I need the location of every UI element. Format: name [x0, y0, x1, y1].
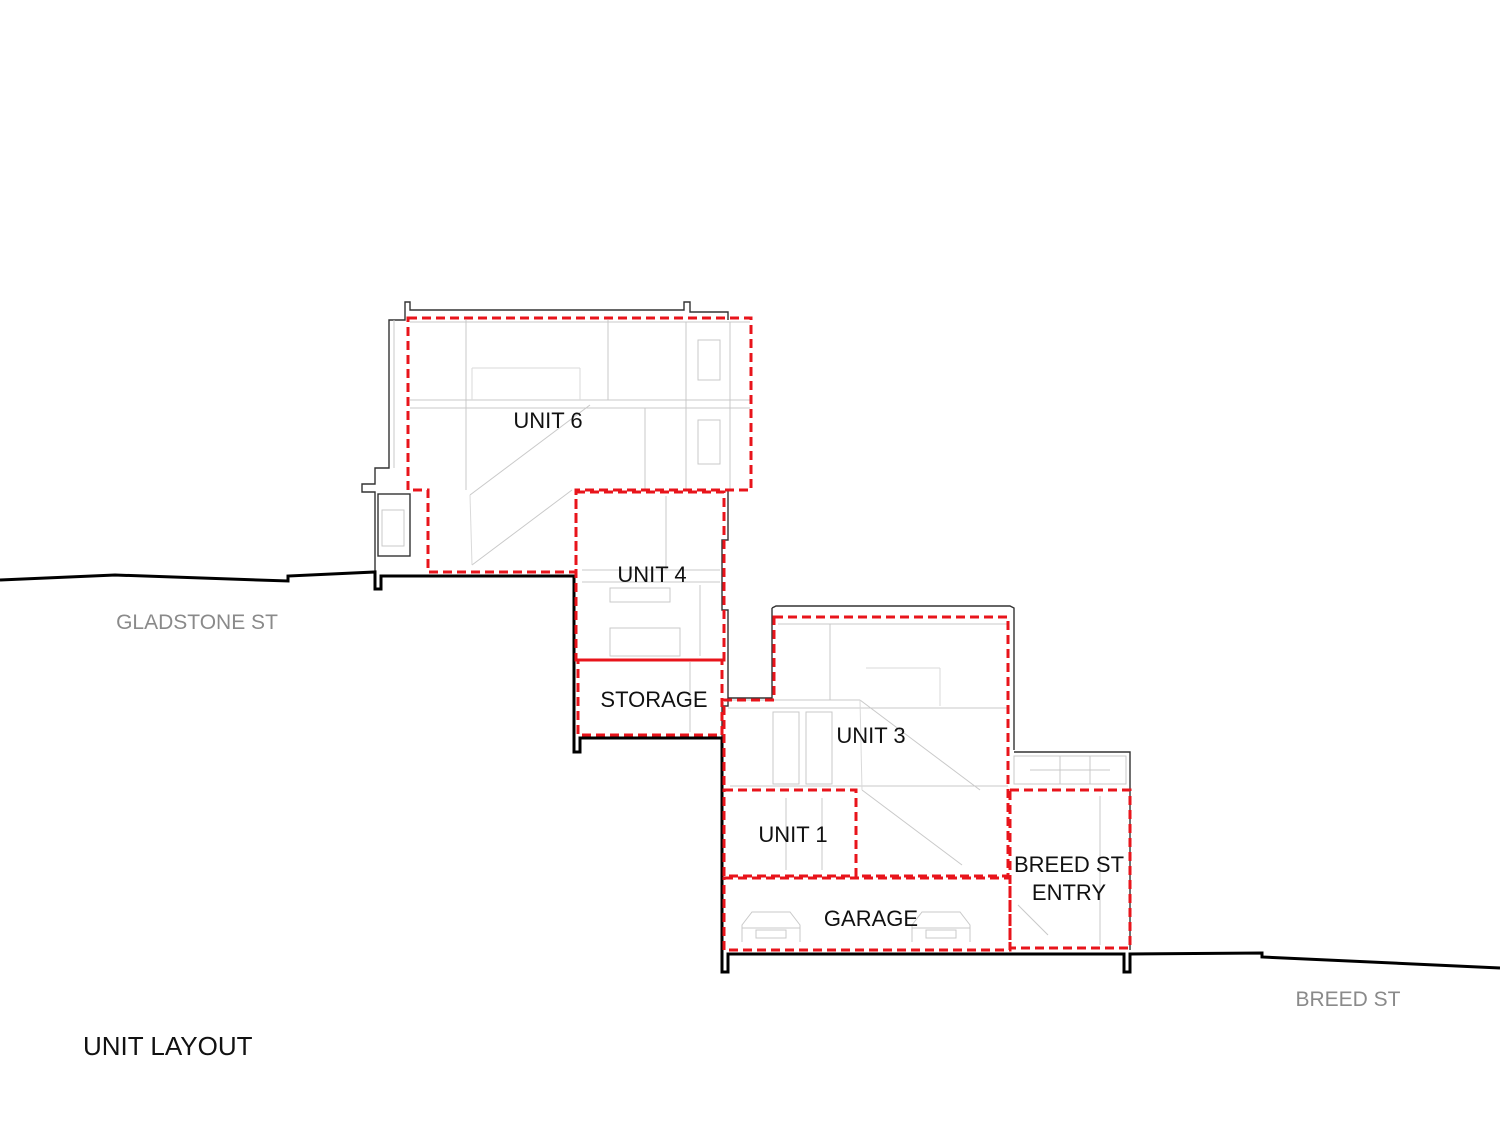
- garage-car-right: [911, 911, 971, 942]
- label-storage: STORAGE: [600, 687, 707, 712]
- label-entry-line2: ENTRY: [1032, 880, 1106, 905]
- entry-deck-railing: [1014, 751, 1131, 950]
- street-label-right: BREED ST: [1295, 988, 1400, 1011]
- unit4-right-facade: [721, 490, 773, 699]
- zone-storage-outline: [576, 658, 724, 737]
- gladstone-grade-line: [0, 570, 1500, 974]
- garage-car-left: [741, 911, 801, 942]
- ground-section-line: [0, 570, 1500, 974]
- label-entry-line1: BREED ST: [1014, 852, 1124, 877]
- zone-entry-outline: [1008, 788, 1132, 950]
- zone-garage-outline: [722, 876, 1012, 952]
- label-unit3: UNIT 3: [836, 723, 905, 748]
- zone-unit4-outline: [574, 490, 726, 662]
- label-unit6: UNIT 6: [513, 408, 582, 433]
- drawing-title: UNIT LAYOUT: [83, 1031, 253, 1061]
- zone-unit6-outline: [406, 316, 753, 574]
- zone-outlines: [406, 316, 1132, 952]
- upper-left-facade: [361, 306, 406, 575]
- zone-unit1-outline: [722, 788, 858, 878]
- upper-roof-outline: [404, 301, 729, 320]
- label-unit4: UNIT 4: [617, 562, 686, 587]
- label-garage: GARAGE: [824, 906, 918, 931]
- label-unit1: UNIT 1: [758, 822, 827, 847]
- street-label-left: GLADSTONE ST: [116, 611, 278, 634]
- lower-roof-outline: [771, 605, 1015, 750]
- left-bay-window: [377, 493, 411, 557]
